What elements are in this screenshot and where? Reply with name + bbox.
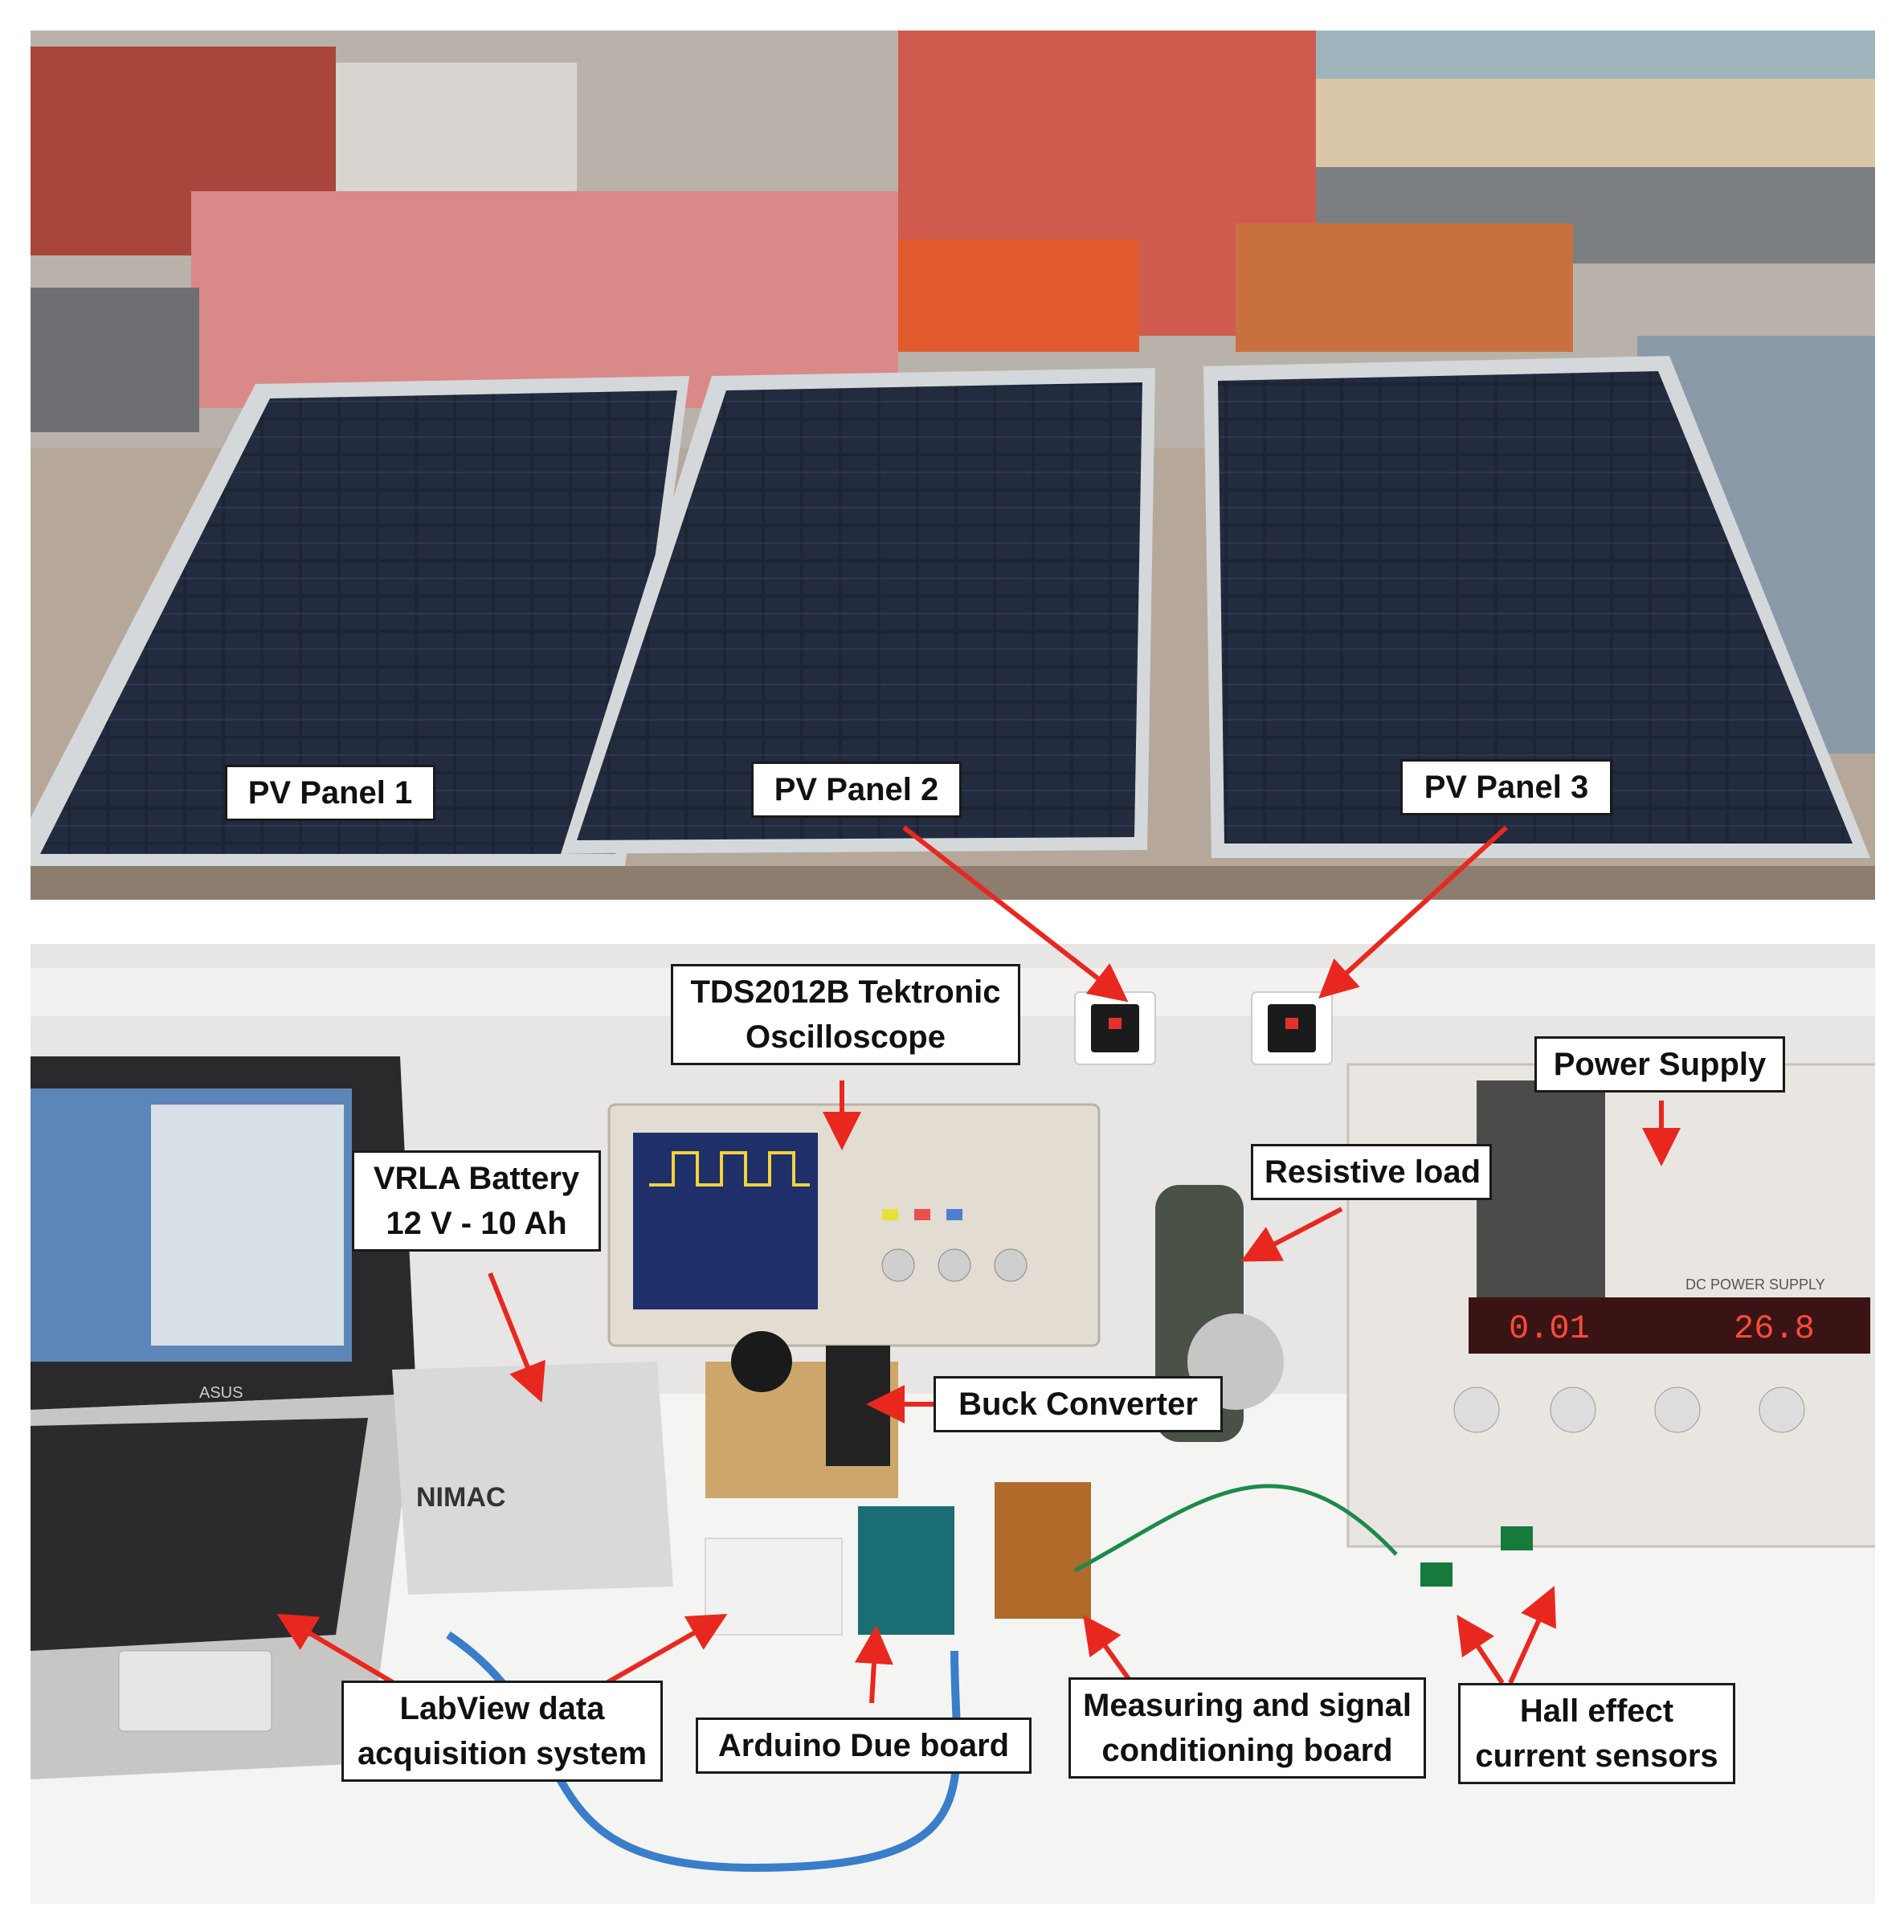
hall-sensor-2	[1501, 1526, 1533, 1550]
battery-brand: NIMAC	[416, 1482, 505, 1513]
label-labview-line-2: acquisition system	[357, 1736, 648, 1771]
label-battery-line-1: VRLA Battery	[373, 1161, 580, 1196]
labview-daq-device	[705, 1538, 843, 1636]
heatsink	[826, 1346, 890, 1466]
laptop-keyboard	[31, 1418, 368, 1651]
laptop-brand: ASUS	[199, 1384, 243, 1402]
socket-indicator-1	[1109, 1018, 1122, 1029]
display-current: 0.01	[1509, 1309, 1590, 1348]
socket-indicator-2	[1285, 1018, 1298, 1029]
building-roof-right	[1236, 223, 1573, 352]
label-resistive-load-text: Resistive load	[1265, 1154, 1481, 1190]
label-labview: LabView data acquisition system	[341, 1681, 663, 1782]
building-white	[336, 63, 577, 191]
arduino-due-board	[858, 1506, 954, 1635]
label-measuring-board-line-1: Measuring and signal	[1083, 1688, 1412, 1723]
power-supply-panel-text: DC POWER SUPPLY	[1685, 1276, 1825, 1293]
label-buck-converter-text: Buck Converter	[958, 1387, 1198, 1422]
rooftop-scene	[31, 31, 1875, 900]
label-power-supply-text: Power Supply	[1553, 1047, 1767, 1082]
oscilloscope-screen	[633, 1133, 818, 1309]
laptop-window	[151, 1105, 344, 1346]
sea	[1316, 31, 1875, 79]
label-hall-sensors: Hall effect current sensors	[1458, 1683, 1735, 1784]
vrla-battery	[392, 1362, 673, 1595]
label-arduino: Arduino Due board	[696, 1718, 1032, 1774]
inductor	[731, 1331, 792, 1392]
label-labview-line-1: LabView data	[399, 1691, 605, 1726]
label-hall-sensors-line-1: Hall effect	[1519, 1693, 1674, 1729]
building-pink	[191, 191, 898, 408]
building-orange	[898, 239, 1139, 352]
label-pv-panel-2-text: PV Panel 2	[774, 772, 939, 807]
label-measuring-board: Measuring and signal conditioning board	[1068, 1677, 1426, 1779]
label-resistive-load: Resistive load	[1251, 1144, 1492, 1200]
label-pv-panel-2: PV Panel 2	[751, 762, 962, 818]
label-pv-panel-3: PV Panel 3	[1400, 759, 1612, 815]
label-pv-panel-3-text: PV Panel 3	[1424, 770, 1589, 805]
label-power-supply: Power Supply	[1534, 1036, 1785, 1093]
measuring-board	[995, 1482, 1091, 1619]
beach	[1316, 79, 1875, 175]
label-measuring-board-line-2: conditioning board	[1101, 1733, 1393, 1768]
label-pv-panel-1-text: PV Panel 1	[247, 775, 413, 811]
hall-sensor-1	[1420, 1562, 1453, 1587]
label-oscilloscope-line-2: Oscilloscope	[746, 1019, 946, 1055]
label-hall-sensors-line-2: current sensors	[1475, 1738, 1718, 1774]
green-wire	[1073, 1484, 1398, 1573]
label-battery: VRLA Battery 12 V - 10 Ah	[352, 1150, 601, 1252]
power-supply-display	[1469, 1297, 1870, 1354]
label-pv-panel-1: PV Panel 1	[225, 765, 435, 821]
label-oscilloscope: TDS2012B Tektronic Oscilloscope	[671, 964, 1020, 1065]
parking-lot	[31, 288, 199, 432]
pv-panel-2	[561, 368, 1155, 854]
label-oscilloscope-line-1: TDS2012B Tektronic	[690, 974, 1001, 1010]
power-supply-knobs	[1453, 1387, 1805, 1433]
rooftop-photo	[31, 31, 1875, 900]
label-buck-converter: Buck Converter	[934, 1376, 1223, 1432]
laptop-touchpad	[118, 1650, 272, 1732]
oscilloscope-controls	[881, 1209, 1028, 1282]
panel-support-frame	[31, 866, 1875, 900]
pv-panel-3	[1203, 356, 1870, 858]
square-wave-trace	[649, 1151, 810, 1187]
display-voltage: 26.8	[1734, 1309, 1815, 1348]
label-battery-line-2: 12 V - 10 Ah	[386, 1206, 567, 1241]
label-arduino-text: Arduino Due board	[717, 1728, 1010, 1763]
pv-panel-1	[31, 376, 689, 866]
